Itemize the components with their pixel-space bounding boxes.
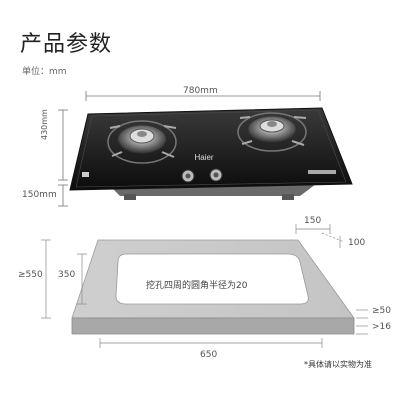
page-title: 产品参数	[20, 32, 113, 57]
disclaimer-note: *具体请以实物为准	[304, 360, 372, 369]
unit-label: 单位：mm	[22, 67, 67, 77]
bottom-width-label: 650	[200, 350, 218, 360]
safety-icon	[82, 172, 89, 177]
right-burner	[237, 112, 307, 152]
width-dimension	[85, 91, 321, 101]
gas-stove: Haier	[69, 107, 353, 200]
left-outer-label: ≥550	[18, 270, 43, 280]
left-burner	[107, 120, 177, 164]
top-offset-label: 150	[304, 216, 322, 226]
height-dimension	[58, 184, 68, 207]
depth-dimension	[58, 109, 68, 181]
cutout-diagram	[71, 239, 355, 335]
control-knobs	[181, 168, 223, 183]
height-label: 150mm	[22, 190, 57, 200]
right-mid-label: ≥50	[372, 306, 391, 316]
cutout-dimensions	[41, 224, 368, 348]
depth-label: 430mm	[40, 109, 49, 140]
brand-logo: Haier	[194, 153, 213, 162]
width-label: 780mm	[183, 86, 218, 96]
cutout-hole	[115, 253, 309, 305]
spec-plate-icon	[308, 170, 336, 174]
corner-radius-note: 挖孔四周的圆角半径为20	[146, 281, 248, 291]
right-top-label: 100	[348, 238, 366, 248]
right-bottom-label: >16	[372, 322, 391, 332]
left-inner-label: 350	[58, 270, 76, 280]
